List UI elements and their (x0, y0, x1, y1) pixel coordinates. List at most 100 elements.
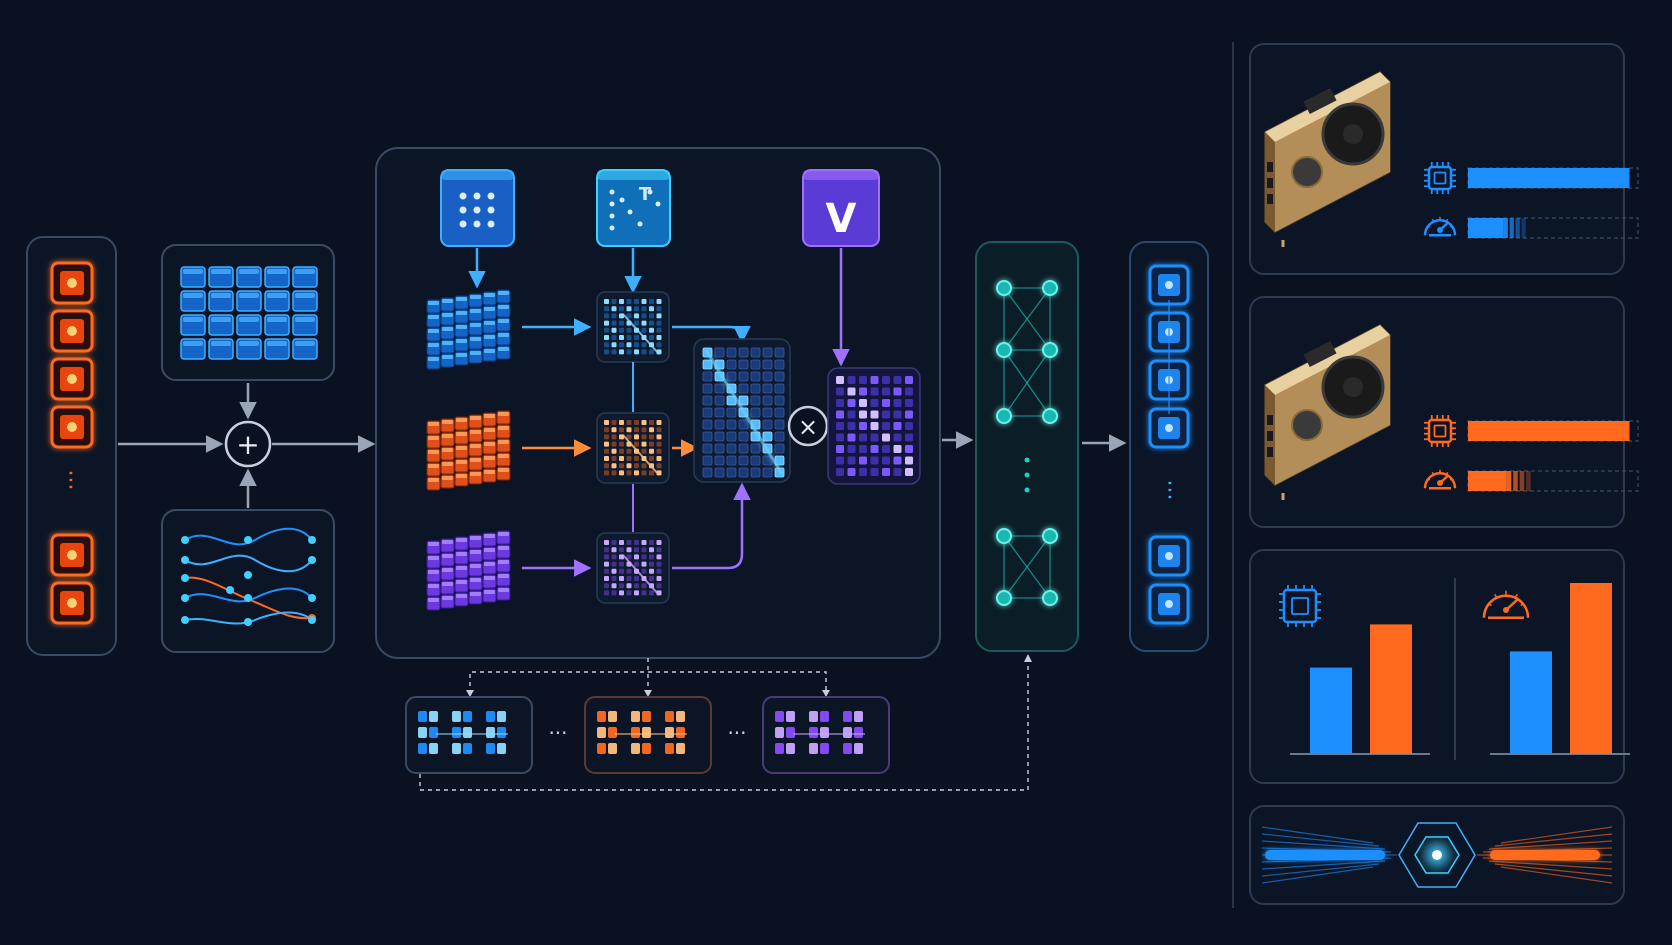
score-cell (738, 395, 749, 406)
matrix-cell (649, 576, 654, 581)
output-cell (847, 456, 856, 465)
score-cell (726, 431, 737, 442)
output-cell (870, 387, 879, 396)
multiply-symbol: × (798, 413, 818, 441)
score-cell (750, 347, 761, 358)
output-cell (847, 376, 856, 384)
score-cell (774, 347, 785, 358)
matrix-cell (619, 335, 624, 340)
head-cell (820, 743, 829, 754)
wave-dot (308, 556, 316, 564)
matrix-cell (619, 561, 624, 567)
matrix-cell (604, 434, 609, 440)
output-cell (893, 387, 902, 396)
key-weight-tile: T (596, 169, 671, 247)
matrix-cell (656, 342, 662, 348)
k-dot (609, 213, 615, 219)
matrix-cell (634, 590, 639, 596)
matrix-cell (604, 441, 609, 447)
matrix-cell (641, 313, 647, 319)
value-matrix (596, 532, 670, 604)
matrix-cell (634, 313, 639, 319)
output-cell (859, 456, 867, 465)
matrix-cell (656, 576, 662, 581)
output-cell (905, 376, 913, 384)
attention-score-matrix (693, 338, 791, 483)
gpu-metric-bars (1423, 162, 1639, 492)
ffn-node (1042, 280, 1058, 296)
head-cell (452, 727, 461, 738)
matrix-cell (604, 342, 609, 348)
output-cell (836, 456, 844, 465)
matrix-cell (649, 568, 654, 574)
output-cell (893, 376, 902, 384)
ffn-node (996, 342, 1012, 358)
head-cell (497, 711, 506, 722)
comparison-chart-panel (1249, 549, 1625, 784)
score-cell (702, 455, 713, 466)
chip-icon (1427, 165, 1453, 191)
matrix-cell (634, 583, 639, 589)
matrix-cell (619, 342, 624, 348)
input-token-2 (50, 309, 94, 353)
matrix-cell (634, 540, 639, 545)
chip-icon (1282, 588, 1318, 624)
matrix-cell (641, 342, 647, 348)
output-cell (859, 376, 867, 384)
matrix-cell (634, 342, 639, 348)
matrix-cell (634, 576, 639, 581)
matrix-cell (611, 456, 617, 461)
score-cell (738, 431, 749, 442)
score-cell (726, 467, 737, 478)
output-cell (882, 410, 890, 419)
matrix-cell (604, 349, 609, 355)
matrix-cell (604, 583, 609, 589)
matrix-cell (611, 342, 617, 348)
wave-dot (308, 594, 316, 602)
head-cell (418, 743, 427, 754)
head-cell (452, 711, 461, 722)
matrix-cell (626, 583, 632, 589)
score-cell (762, 467, 773, 478)
input-token-6 (50, 581, 94, 625)
wave-dot (181, 536, 189, 544)
query-weight-tile (440, 169, 515, 247)
q-dot (459, 220, 467, 228)
matrix-cell (634, 554, 639, 560)
score-cell (714, 455, 725, 466)
matrix-cell (626, 568, 632, 574)
attention-output-matrix (827, 367, 921, 485)
matrix-cell (611, 583, 617, 589)
circuit-trace (1261, 833, 1380, 847)
k-dot (627, 209, 633, 215)
k-dot (647, 189, 653, 195)
matrix-cell (656, 434, 662, 440)
head-cell (775, 743, 784, 754)
score-cell (726, 347, 737, 358)
head-cell (809, 743, 818, 754)
head-cell (809, 727, 818, 738)
matrix-cell (619, 441, 624, 447)
score-cell (714, 419, 725, 430)
output-cell (905, 410, 913, 419)
k-dot (609, 225, 615, 231)
matrix-cell (649, 434, 654, 440)
matrix-cell (611, 427, 617, 433)
score-cell (738, 371, 749, 382)
add-node (224, 420, 272, 468)
circuit-hex (1398, 822, 1476, 888)
score-cell (702, 443, 713, 454)
matrix-cell (634, 434, 639, 440)
ffn-node (996, 280, 1012, 296)
gpu-card-icon-1 (1264, 71, 1391, 247)
matrix-cell (634, 306, 639, 312)
matrix-cell (619, 590, 624, 596)
matrix-cell (626, 456, 632, 461)
output-cell (893, 410, 902, 419)
matrix-cell (634, 299, 639, 304)
matrix-cell (604, 456, 609, 461)
head-cell (463, 711, 472, 722)
score-cell (774, 371, 785, 382)
matrix-cell (611, 590, 617, 596)
q-dot (487, 206, 495, 214)
